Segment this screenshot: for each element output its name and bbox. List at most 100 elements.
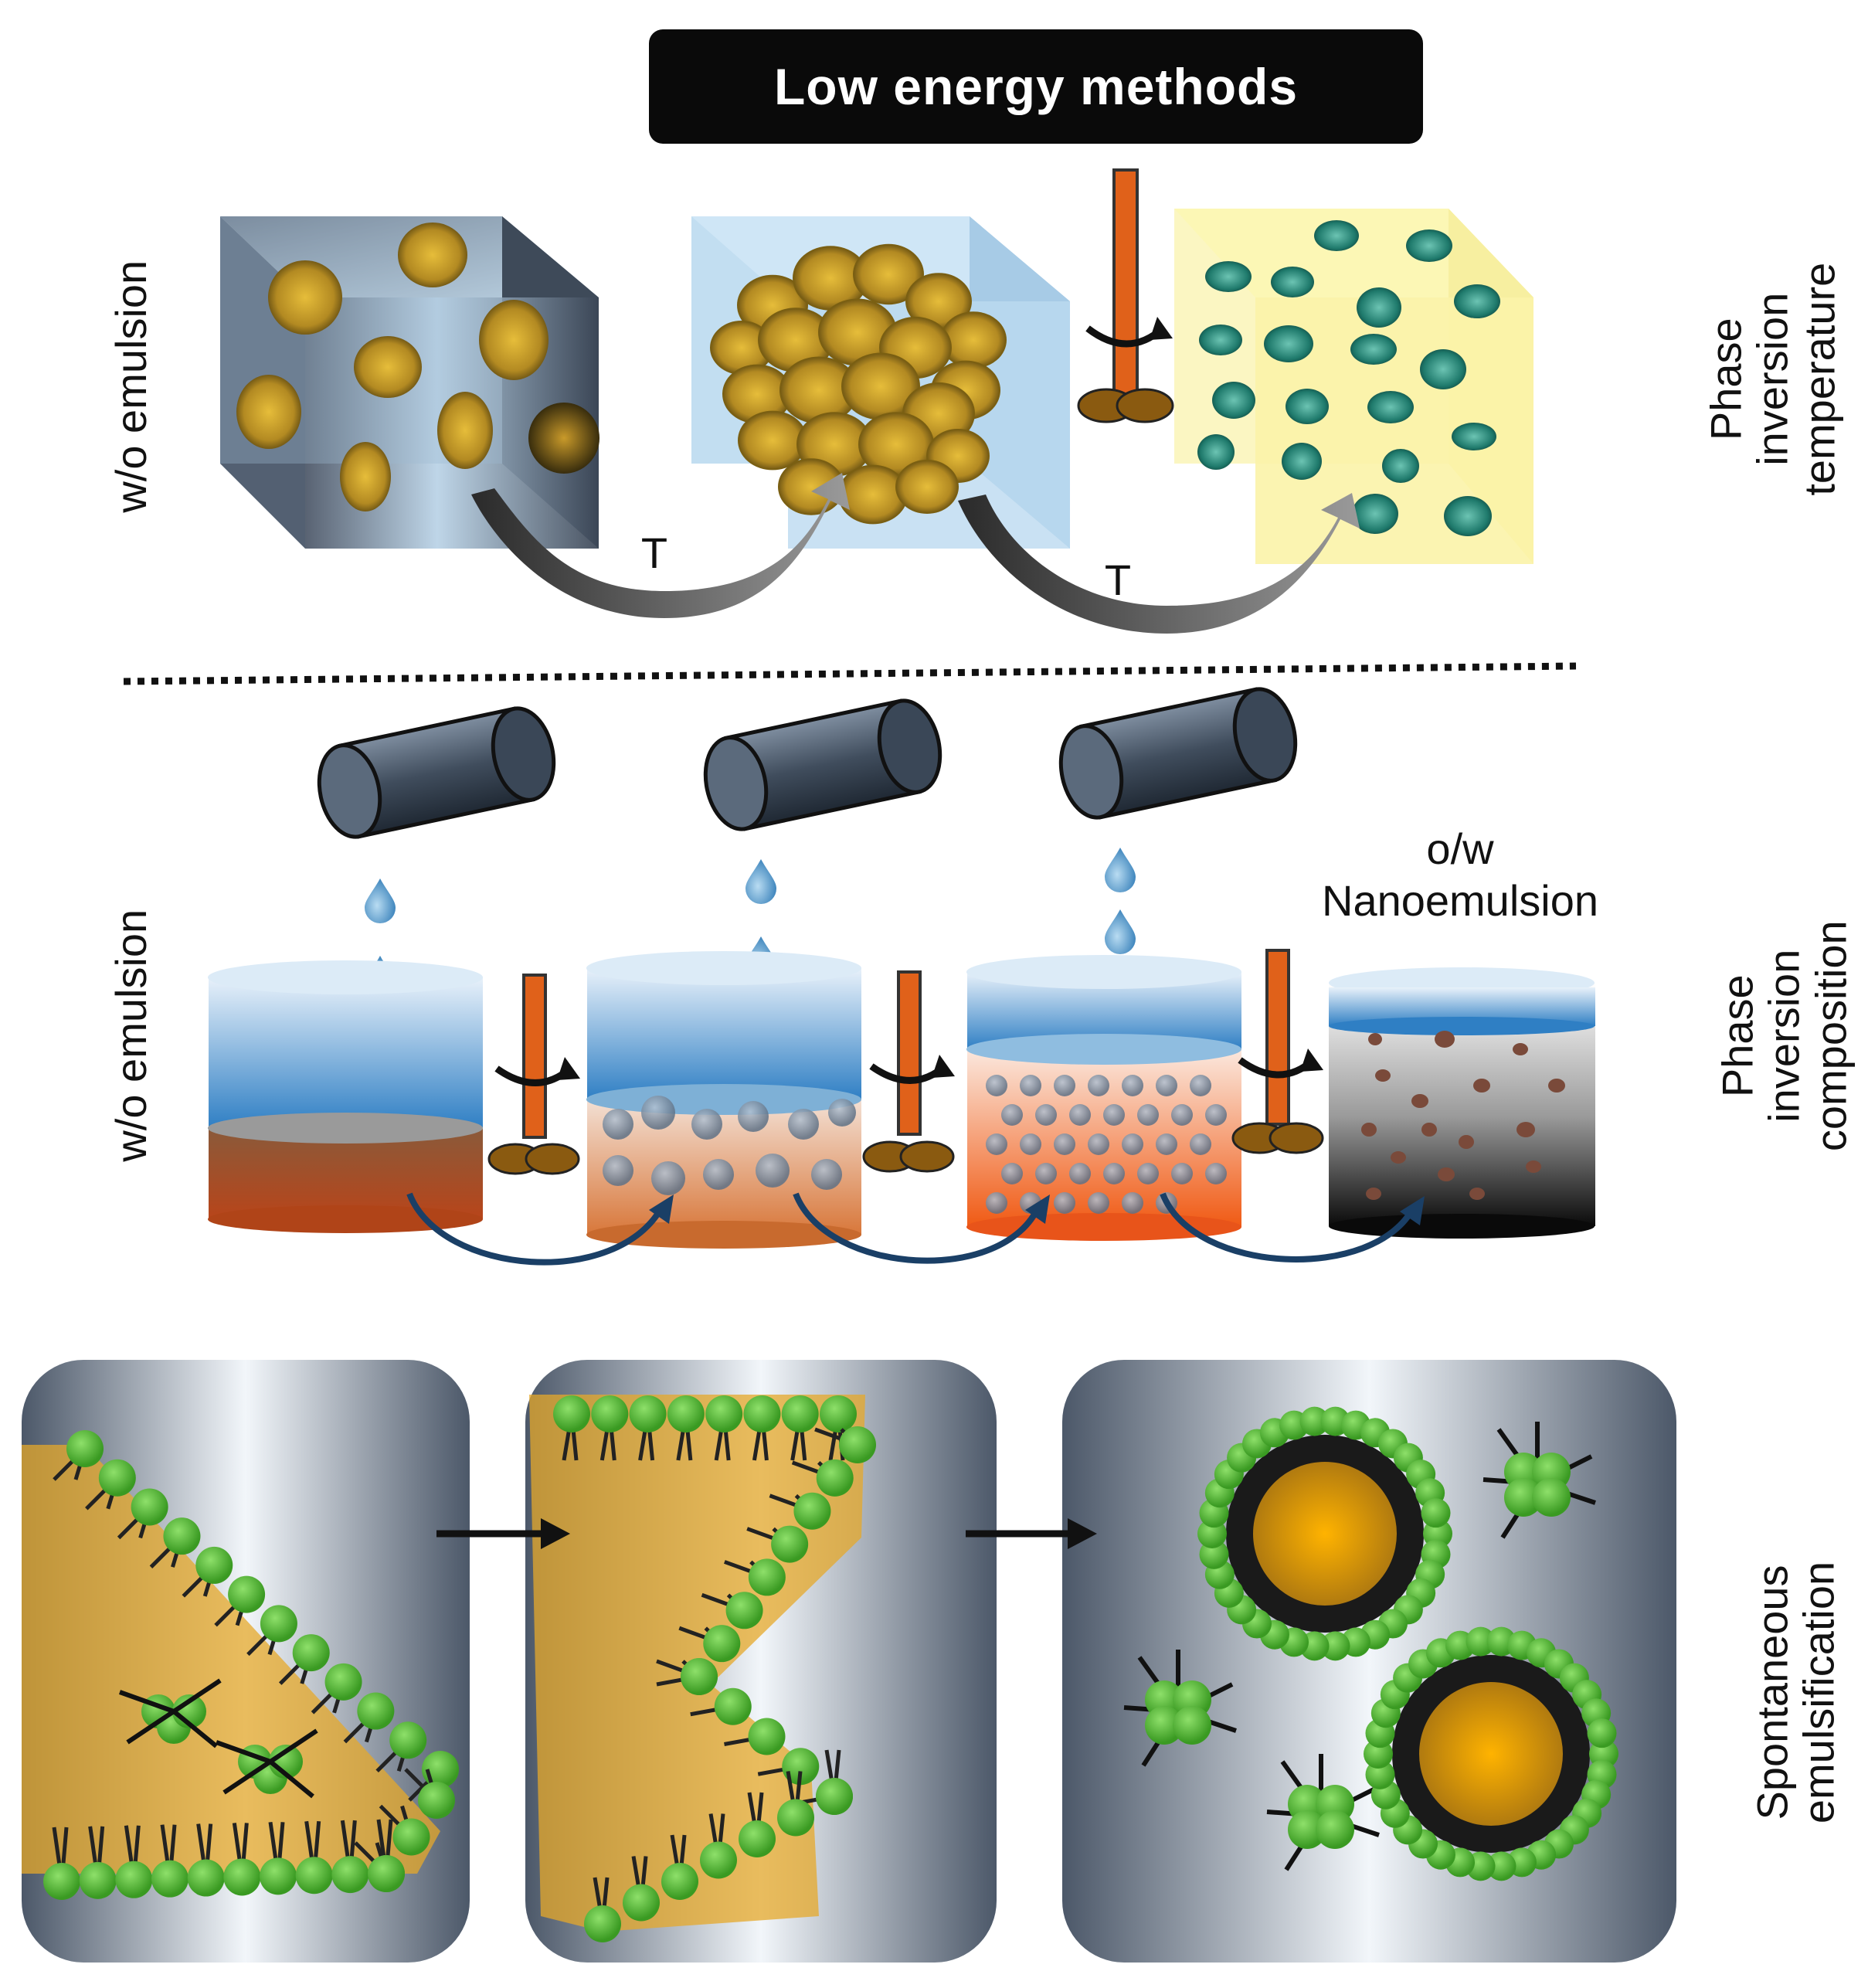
dispersed-droplet [1035, 1163, 1057, 1184]
surfactant-head [839, 1426, 876, 1463]
surfactant-head [793, 1492, 831, 1530]
dispersed-droplet [641, 1096, 675, 1130]
dispersed-droplet [1171, 1104, 1193, 1126]
label-spontaneous-emulsification: Spontaneous emulsification [1747, 1499, 1843, 1885]
surfactant-head [357, 1692, 395, 1730]
dispersed-droplet [1171, 1163, 1193, 1184]
dispersed-droplet [603, 1109, 633, 1140]
surfactant-head [223, 1858, 261, 1896]
dispersed-droplet [1137, 1163, 1159, 1184]
surfactant-head [260, 1605, 297, 1643]
dispersed-droplet [1156, 1133, 1177, 1155]
dispersed-droplet [1156, 1075, 1177, 1096]
dispersed-droplet [788, 1109, 819, 1140]
surfactant-head [98, 1459, 136, 1497]
row2-nano-particles [1361, 1031, 1565, 1200]
water-drop [365, 878, 396, 923]
stirrer-icon [487, 974, 580, 1175]
surfactant-tail [172, 1709, 218, 1748]
dispersed-droplet [1054, 1133, 1075, 1155]
surfactant-head [260, 1857, 297, 1895]
surfactant-tail [269, 1728, 318, 1764]
pouring-cylinder-icon [317, 687, 1298, 839]
dispersed-droplet [1088, 1133, 1109, 1155]
label-row2-woemulsion: w/o emulsion [106, 909, 155, 1162]
beaker-icon [586, 951, 861, 1249]
row2-dispersed-droplets [603, 1075, 1227, 1214]
surfactant-tail [118, 1690, 175, 1714]
beaker-icon [208, 960, 483, 1233]
surfactant-head [700, 1841, 737, 1879]
dispersed-droplet [703, 1159, 734, 1190]
row3-arrow-2 [966, 1518, 1097, 1549]
surfactant-tail [222, 1759, 272, 1795]
dispersed-droplet [1205, 1163, 1227, 1184]
surfactant-head [79, 1861, 117, 1899]
surfactant-head [681, 1658, 718, 1695]
dispersed-droplet [1122, 1133, 1143, 1155]
dispersed-droplet [1069, 1163, 1091, 1184]
surfactant-head [703, 1625, 741, 1663]
surfactant-head [782, 1748, 820, 1786]
surfactant-tail [215, 1740, 272, 1764]
surfactant-head [584, 1905, 621, 1942]
label-line: emulsification [1795, 1561, 1843, 1824]
micelle-icon [1364, 1626, 1618, 1881]
surfactant-head [739, 1820, 776, 1857]
dispersed-droplet [1001, 1104, 1023, 1126]
surfactant-head [714, 1687, 752, 1725]
label-ow-nanoemulsion: o/w Nanoemulsion [1267, 823, 1653, 926]
label-line: inversion [1759, 949, 1809, 1123]
label-phase-inversion-composition: Phase inversion composition [1713, 843, 1855, 1229]
row1-nano-droplets [1197, 220, 1500, 536]
surfactant-head [629, 1395, 667, 1432]
surfactant-head [816, 1459, 854, 1497]
surfactant-head [743, 1395, 781, 1432]
dispersed-droplet [1103, 1163, 1125, 1184]
surfactant-head [115, 1861, 153, 1898]
section-divider [123, 662, 1577, 685]
surfactant-head [1587, 1718, 1617, 1748]
row1-arrow-1 [471, 473, 850, 618]
label-line: Spontaneous [1747, 1565, 1797, 1820]
surfactant-head [591, 1395, 629, 1432]
dispersed-droplet [691, 1109, 722, 1140]
surfactant-head [324, 1663, 362, 1701]
dispersed-droplet [1020, 1133, 1041, 1155]
dispersed-droplet [986, 1192, 1007, 1214]
label-line: inversion [1747, 292, 1797, 466]
water-drop [746, 859, 776, 904]
panel1-oil-phase [22, 1445, 440, 1874]
surfactant-head [195, 1546, 233, 1584]
surfactant-head [228, 1575, 266, 1613]
dispersed-droplet [1088, 1075, 1109, 1096]
surfactant-head [295, 1857, 333, 1895]
surfactant-head [705, 1395, 743, 1432]
row2-arrows [406, 1192, 1417, 1266]
surfactant-head [771, 1525, 809, 1563]
surfactant-head [418, 1782, 455, 1819]
row2-arrowheads [649, 1194, 1425, 1225]
water-drop [1105, 848, 1136, 892]
dispersed-droplet [828, 1099, 856, 1127]
surfactant-head [66, 1430, 104, 1467]
surfactant-head [1421, 1498, 1451, 1528]
title-banner: Low energy methods [649, 29, 1423, 144]
dispersed-droplet [986, 1075, 1007, 1096]
surfactant-head [1173, 1706, 1211, 1745]
dispersed-droplet [1103, 1104, 1125, 1126]
surfactant-head [816, 1778, 853, 1815]
surfactant-head [1288, 1810, 1326, 1849]
surfactant-head [151, 1860, 188, 1898]
surfactant-head [43, 1863, 80, 1900]
dispersed-droplet [1122, 1075, 1143, 1096]
dispersed-droplet [1088, 1192, 1109, 1214]
dispersed-droplet [756, 1154, 790, 1188]
label-line: Phase [1713, 974, 1762, 1098]
label-line: Nanoemulsion [1322, 876, 1598, 926]
row1-oil-aggregate [710, 243, 1007, 525]
dispersed-droplet [1137, 1104, 1159, 1126]
surfactant-head [187, 1859, 225, 1897]
water-drop [1105, 909, 1136, 954]
